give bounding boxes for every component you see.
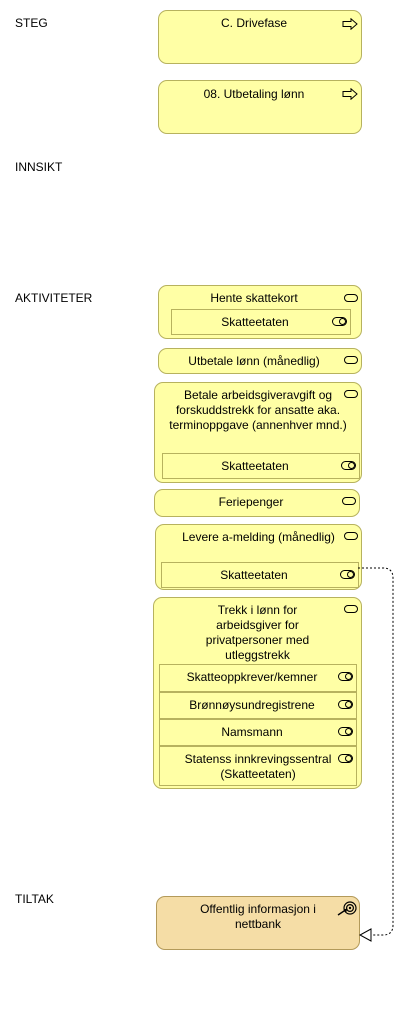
activity-title: Hente skattekort — [210, 291, 298, 305]
service-skatteetaten[interactable]: Skatteetaten — [171, 309, 351, 335]
activity-title: Levere a-melding (månedlig) — [182, 530, 335, 544]
service-label: Skatteoppkrever/kemner — [186, 670, 318, 684]
activity-trekk-i-lonn[interactable]: Trekk i lønn for arbeidsgiver for privat… — [153, 597, 362, 789]
service-icon — [338, 754, 353, 763]
service-icon — [338, 727, 353, 736]
service-icon — [338, 672, 353, 681]
goal-target-icon — [337, 901, 357, 916]
activity-title: Betale arbeidsgiveravgift og forskuddstr… — [169, 388, 347, 432]
service-label: Skatteetaten — [221, 315, 289, 329]
service-label: Skatteetaten — [220, 568, 288, 582]
service-label: Skatteetaten — [221, 459, 289, 473]
process-arrow-icon — [342, 88, 358, 100]
activity-title: Trekk i lønn for arbeidsgiver for privat… — [205, 603, 310, 662]
activity-title: Utbetale lønn (månedlig) — [188, 354, 320, 368]
service-icon — [341, 461, 356, 470]
tiltak-box[interactable]: Offentlig informasjon i nettbank — [156, 896, 360, 950]
event-icon — [344, 356, 358, 364]
service-namsmann[interactable]: Namsmann — [159, 719, 357, 746]
service-icon — [332, 317, 347, 326]
process-arrow-icon — [342, 18, 358, 30]
event-icon — [344, 294, 358, 302]
event-icon — [344, 532, 358, 540]
service-skatteoppkrever[interactable]: Skatteoppkrever/kemner — [159, 664, 357, 692]
step-label: 08. Utbetaling lønn — [203, 87, 305, 101]
service-skatteetaten[interactable]: Skatteetaten — [162, 453, 360, 479]
event-icon — [344, 605, 358, 613]
lane-label-innsikt: INNSIKT — [15, 160, 63, 174]
activity-levere-a-melding[interactable]: Levere a-melding (månedlig) Skatteetaten — [155, 524, 362, 590]
activity-betale-arbeidsgiveravgift[interactable]: Betale arbeidsgiveravgift og forskuddstr… — [154, 382, 362, 483]
phase-box[interactable]: C. Drivefase — [158, 10, 362, 64]
service-bronnoysundregistrene[interactable]: Brønnøysundregistrene — [159, 692, 357, 719]
service-label: Brønnøysundregistrene — [189, 698, 315, 712]
service-icon — [338, 700, 353, 709]
event-icon — [342, 497, 356, 505]
service-statens-innkrevingssentral[interactable]: Statenss innkrevingssentral (Skatteetate… — [159, 746, 357, 786]
service-label: Statenss innkrevingssentral (Skatteetate… — [184, 752, 332, 781]
service-label: Namsmann — [221, 725, 283, 739]
service-icon — [340, 570, 355, 579]
phase-label: C. Drivefase — [220, 16, 288, 30]
lane-label-tiltak: TILTAK — [15, 892, 54, 906]
tiltak-title: Offentlig informasjon i nettbank — [200, 902, 316, 931]
activity-feriepenger[interactable]: Feriepenger — [154, 489, 360, 517]
service-skatteetaten[interactable]: Skatteetaten — [161, 562, 359, 588]
lane-label-steg: STEG — [15, 16, 48, 30]
activity-utbetale-lonn[interactable]: Utbetale lønn (månedlig) — [158, 348, 362, 374]
activity-title: Feriepenger — [218, 495, 284, 509]
activity-hente-skattekort[interactable]: Hente skattekort Skatteetaten — [158, 285, 362, 339]
event-icon — [344, 390, 358, 398]
lane-label-aktiviteter: AKTIVITETER — [15, 291, 93, 305]
step-box[interactable]: 08. Utbetaling lønn — [158, 80, 362, 134]
